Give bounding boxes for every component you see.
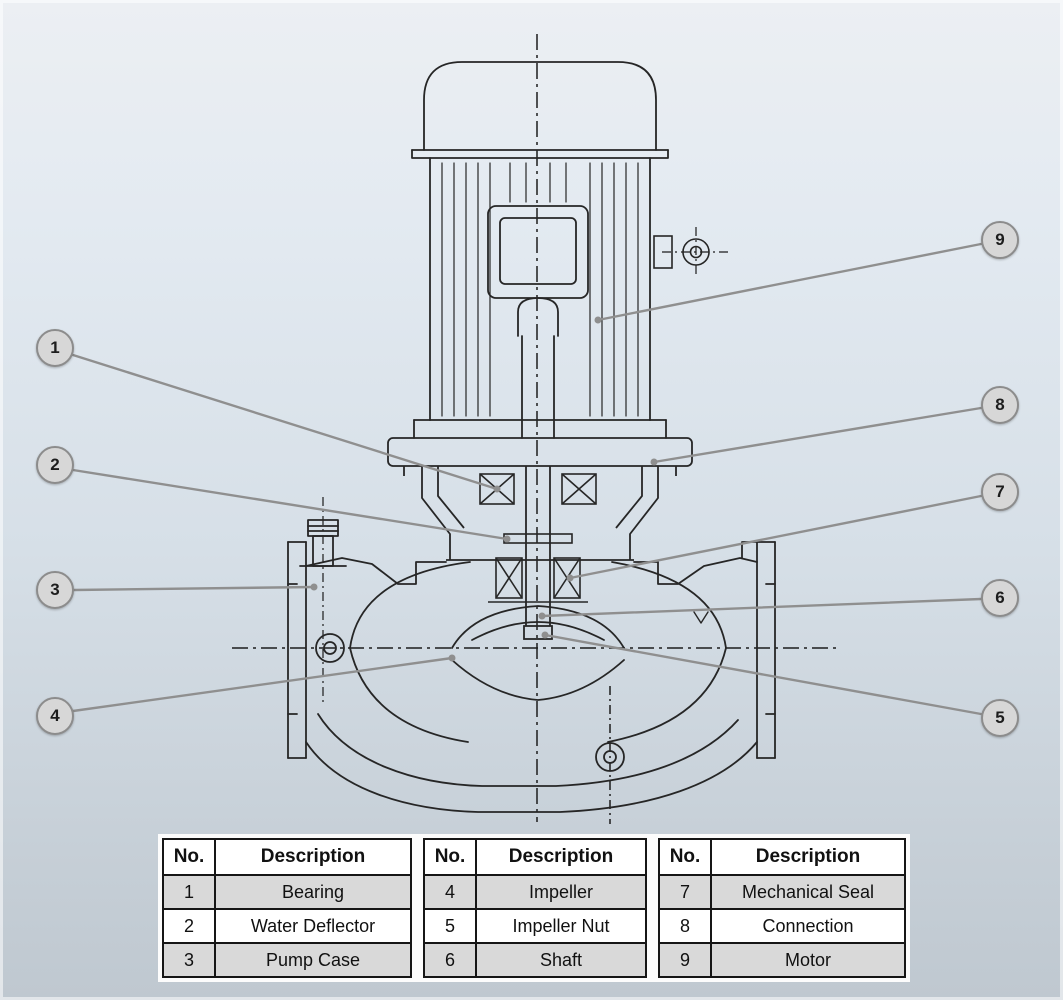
callout-3-label: 3 [50, 580, 60, 599]
motor-outline [411, 61, 669, 439]
callout-5-label: 5 [995, 708, 1005, 727]
callout-4: 4 [36, 697, 74, 735]
centerlines [232, 34, 840, 824]
part-no: 1 [162, 874, 216, 910]
callout-5: 5 [981, 699, 1019, 737]
part-desc: Water Deflector [214, 908, 412, 944]
table-header-row: No. Description [162, 838, 412, 876]
callout-2: 2 [36, 446, 74, 484]
callout-1-label: 1 [50, 338, 60, 357]
table-header-row: No. Description [423, 838, 647, 876]
part-no: 7 [658, 874, 712, 910]
table-row: 5 Impeller Nut [423, 908, 647, 944]
table-row: 9 Motor [658, 942, 906, 978]
parts-table-3: No. Description 7 Mechanical Seal 8 Conn… [658, 838, 906, 978]
col-header-desc: Description [475, 838, 647, 876]
table-row: 4 Impeller [423, 874, 647, 910]
motor-side-port [653, 235, 710, 269]
parts-table-2: No. Description 4 Impeller 5 Impeller Nu… [423, 838, 647, 978]
callout-7: 7 [981, 473, 1019, 511]
part-no: 2 [162, 908, 216, 944]
callout-6: 6 [981, 579, 1019, 617]
motor-fins [441, 162, 639, 417]
part-desc: Motor [710, 942, 906, 978]
callout-7-label: 7 [995, 482, 1005, 501]
callout-3: 3 [36, 571, 74, 609]
part-desc: Mechanical Seal [710, 874, 906, 910]
callout-1: 1 [36, 329, 74, 367]
part-desc: Pump Case [214, 942, 412, 978]
col-header-no: No. [162, 838, 216, 876]
pump-casing [287, 519, 776, 813]
col-header-desc: Description [710, 838, 906, 876]
table-header-row: No. Description [658, 838, 906, 876]
part-no: 3 [162, 942, 216, 978]
connection-bracket [387, 437, 693, 561]
impeller [451, 605, 625, 701]
table-row: 6 Shaft [423, 942, 647, 978]
part-no: 5 [423, 908, 477, 944]
callout-8-label: 8 [995, 395, 1005, 414]
part-no: 6 [423, 942, 477, 978]
parts-tables: No. Description 1 Bearing 2 Water Deflec… [158, 834, 910, 982]
part-desc: Bearing [214, 874, 412, 910]
part-desc: Impeller [475, 874, 647, 910]
mechanical-seal-symbols [488, 557, 588, 603]
table-row: 8 Connection [658, 908, 906, 944]
table-row: 1 Bearing [162, 874, 412, 910]
callout-6-label: 6 [995, 588, 1005, 607]
callout-9: 9 [981, 221, 1019, 259]
part-no: 8 [658, 908, 712, 944]
callout-2-label: 2 [50, 455, 60, 474]
part-no: 4 [423, 874, 477, 910]
part-no: 9 [658, 942, 712, 978]
table-row: 7 Mechanical Seal [658, 874, 906, 910]
parts-table-1: No. Description 1 Bearing 2 Water Deflec… [162, 838, 412, 978]
shaft-and-nut [523, 466, 553, 640]
part-desc: Impeller Nut [475, 908, 647, 944]
leader-lines [71, 242, 983, 716]
table-row: 3 Pump Case [162, 942, 412, 978]
part-desc: Connection [710, 908, 906, 944]
callout-9-label: 9 [995, 230, 1005, 249]
callout-8: 8 [981, 386, 1019, 424]
col-header-desc: Description [214, 838, 412, 876]
callout-4-label: 4 [50, 706, 60, 725]
col-header-no: No. [658, 838, 712, 876]
col-header-no: No. [423, 838, 477, 876]
table-row: 2 Water Deflector [162, 908, 412, 944]
leader-endpoint-dots [310, 316, 658, 662]
water-deflector [503, 533, 573, 544]
part-desc: Shaft [475, 942, 647, 978]
